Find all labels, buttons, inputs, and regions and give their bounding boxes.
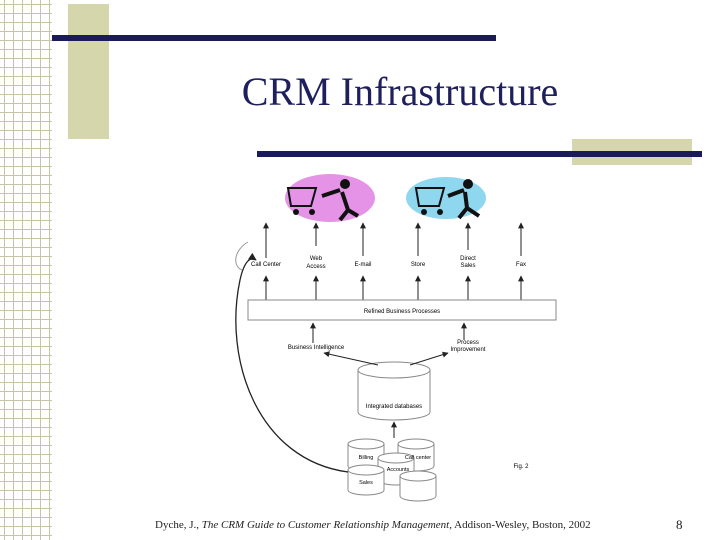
refined-processes-label: Refined Business Processes	[364, 309, 440, 315]
citation-suffix: , Addison-Wesley, Boston, 2002	[449, 519, 591, 531]
channel-store: Store	[411, 262, 426, 268]
figure-label: Fig. 2	[513, 464, 529, 470]
title-rule-bottom	[257, 151, 702, 157]
channel-fax: Fax	[516, 262, 526, 268]
refined-processes-bar	[247, 299, 557, 321]
source-sales: Sales	[359, 480, 373, 486]
citation-book-title: The CRM Guide to Customer Relationship M…	[201, 519, 450, 531]
source-billing: Billing	[359, 455, 374, 461]
integrated-databases-cylinder	[357, 361, 431, 421]
channel-call-center: Call Center	[251, 262, 281, 268]
shopper-left-illustration	[285, 174, 375, 222]
source-call-center: Call center	[405, 455, 431, 461]
citation: Dyche, J., The CRM Guide to Customer Rel…	[155, 519, 591, 531]
title-rule-top	[52, 35, 496, 41]
page-number: 8	[676, 517, 683, 532]
channel-email: E-mail	[354, 262, 371, 268]
integrated-databases-label: Integrated databases	[366, 404, 422, 410]
decorative-grid-strip	[0, 0, 52, 540]
source-databases	[347, 438, 437, 502]
shopper-right-illustration	[406, 177, 486, 220]
citation-prefix: Dyche, J.,	[155, 519, 202, 531]
slide-title: CRM Infrastructure	[241, 69, 559, 114]
feedback-curve	[235, 252, 349, 473]
source-accounts: Accounts	[387, 467, 410, 473]
accent-block-top	[68, 4, 109, 139]
business-intelligence-label: Business Intelligence	[288, 345, 345, 351]
